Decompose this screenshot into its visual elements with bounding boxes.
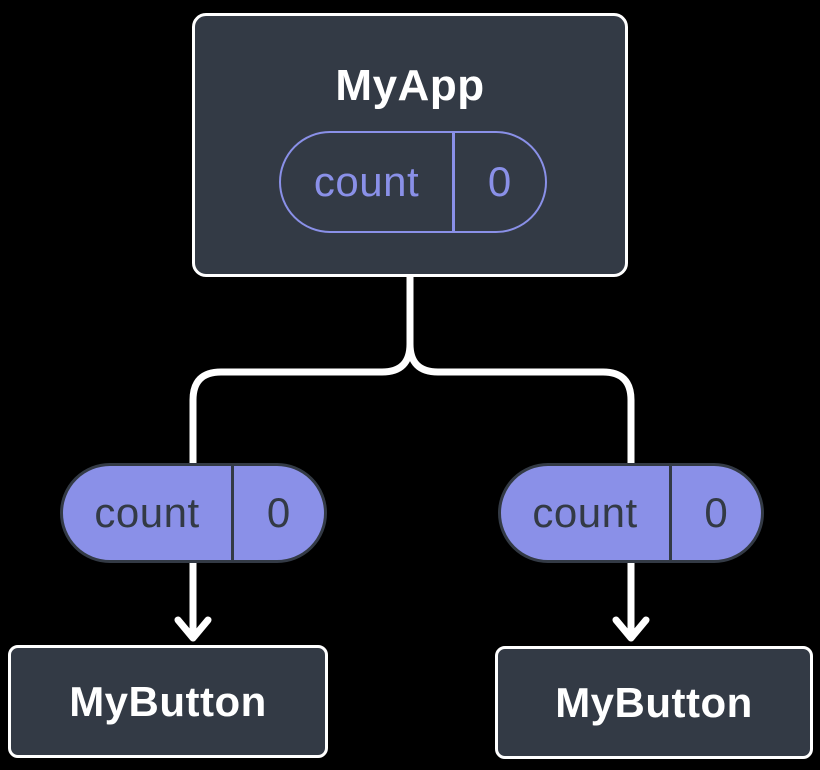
prop-pill-left-label: count [94, 489, 200, 536]
branch-line-left [189, 273, 414, 467]
arrowhead-right-icon [612, 616, 650, 642]
prop-pill-right: count 0 [498, 463, 764, 563]
parent-component-node: MyApp count 0 [192, 13, 628, 277]
prop-pill-left-value: 0 [266, 489, 291, 536]
prop-pill-right-label: count [532, 489, 638, 536]
state-pill-value: 0 [487, 158, 512, 205]
prop-pill-left-divider [231, 466, 234, 560]
prop-pill-left: count 0 [60, 463, 327, 563]
child-component-node-right: MyButton [495, 646, 813, 759]
state-pill-divider [452, 133, 455, 231]
parent-component-name: MyApp [335, 61, 485, 110]
state-pill: count 0 [279, 131, 547, 233]
branch-line-right [406, 273, 635, 467]
child-component-right-name: MyButton [555, 678, 753, 726]
prop-pill-right-divider [669, 466, 672, 560]
child-component-left-name: MyButton [69, 677, 267, 725]
arrowhead-left-icon [174, 616, 212, 642]
prop-pill-right-value: 0 [704, 489, 729, 536]
child-component-node-left: MyButton [8, 645, 328, 758]
state-pill-label: count [313, 158, 420, 205]
